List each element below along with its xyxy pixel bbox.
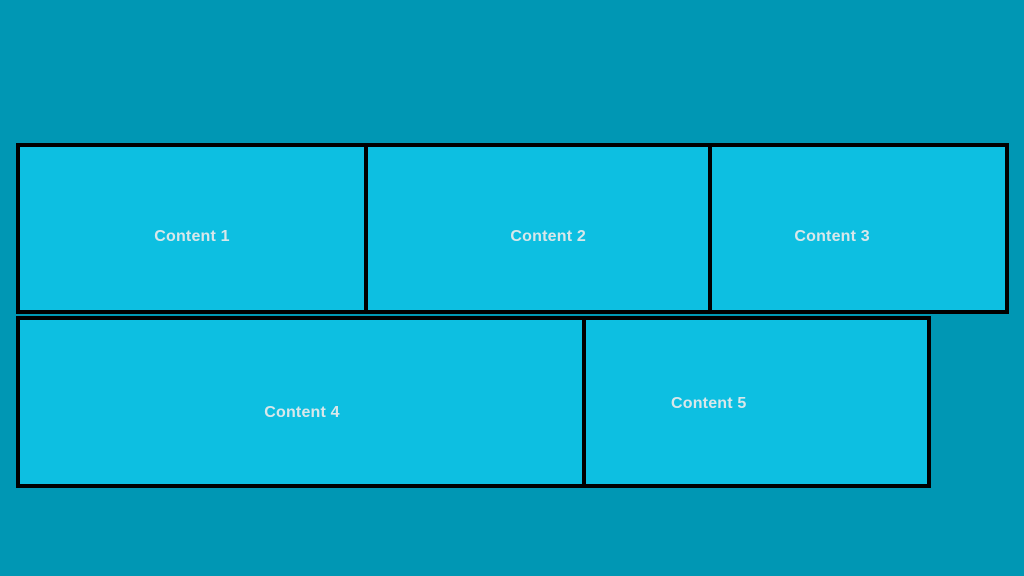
content-panel-1-label: Content 1 [154,227,230,245]
content-panel-4: Content 4 [16,316,588,488]
content-panel-3: Content 3 [708,143,1009,314]
content-panel-2: Content 2 [364,143,712,314]
content-panel-5-label: Content 5 [670,394,747,412]
content-panel-1: Content 1 [16,143,368,314]
content-panel-3-label: Content 3 [794,227,870,245]
content-panel-2-label: Content 2 [510,227,586,245]
content-panel-5: Content 5 [582,316,931,488]
content-panel-4-label: Content 4 [264,404,340,422]
